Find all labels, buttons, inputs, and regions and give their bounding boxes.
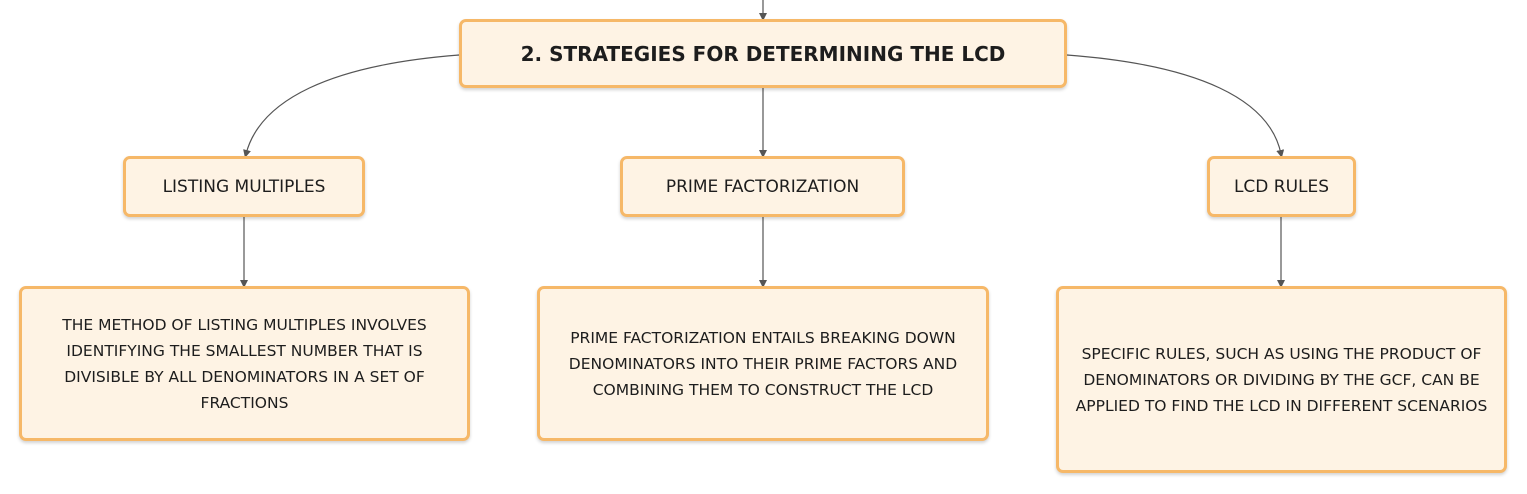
branch-node-label: LCD RULES [1233,176,1330,197]
branch-node-lcd-rules[interactable]: LCD RULES [1207,156,1356,217]
detail-node-text: THE METHOD OF LISTING MULTIPLES INVOLVES… [62,315,427,412]
root-node[interactable]: 2. STRATEGIES FOR DETERMINING THE LCD [459,19,1067,88]
branch-node-label: PRIME FACTORIZATION [665,176,860,197]
detail-node-lcd-rules[interactable]: SPECIFIC RULES, SUCH AS USING THE PRODUC… [1056,286,1507,473]
connector-root-to-listing-multiples [243,54,460,158]
detail-node-text: SPECIFIC RULES, SUCH AS USING THE PRODUC… [1075,344,1488,415]
root-node-label: 2. STRATEGIES FOR DETERMINING THE LCD [520,41,1006,66]
branch-node-listing-multiples[interactable]: LISTING MULTIPLES [123,156,365,217]
detail-node-listing-multiples[interactable]: THE METHOD OF LISTING MULTIPLES INVOLVES… [19,286,470,441]
branch-node-prime-factorization[interactable]: PRIME FACTORIZATION [620,156,905,217]
connector-root-to-lcd-rules [1066,54,1285,158]
detail-node-prime-factorization[interactable]: PRIME FACTORIZATION ENTAILS BREAKING DOW… [537,286,989,441]
branch-node-label: LISTING MULTIPLES [162,176,326,197]
detail-node-text: PRIME FACTORIZATION ENTAILS BREAKING DOW… [568,328,958,399]
